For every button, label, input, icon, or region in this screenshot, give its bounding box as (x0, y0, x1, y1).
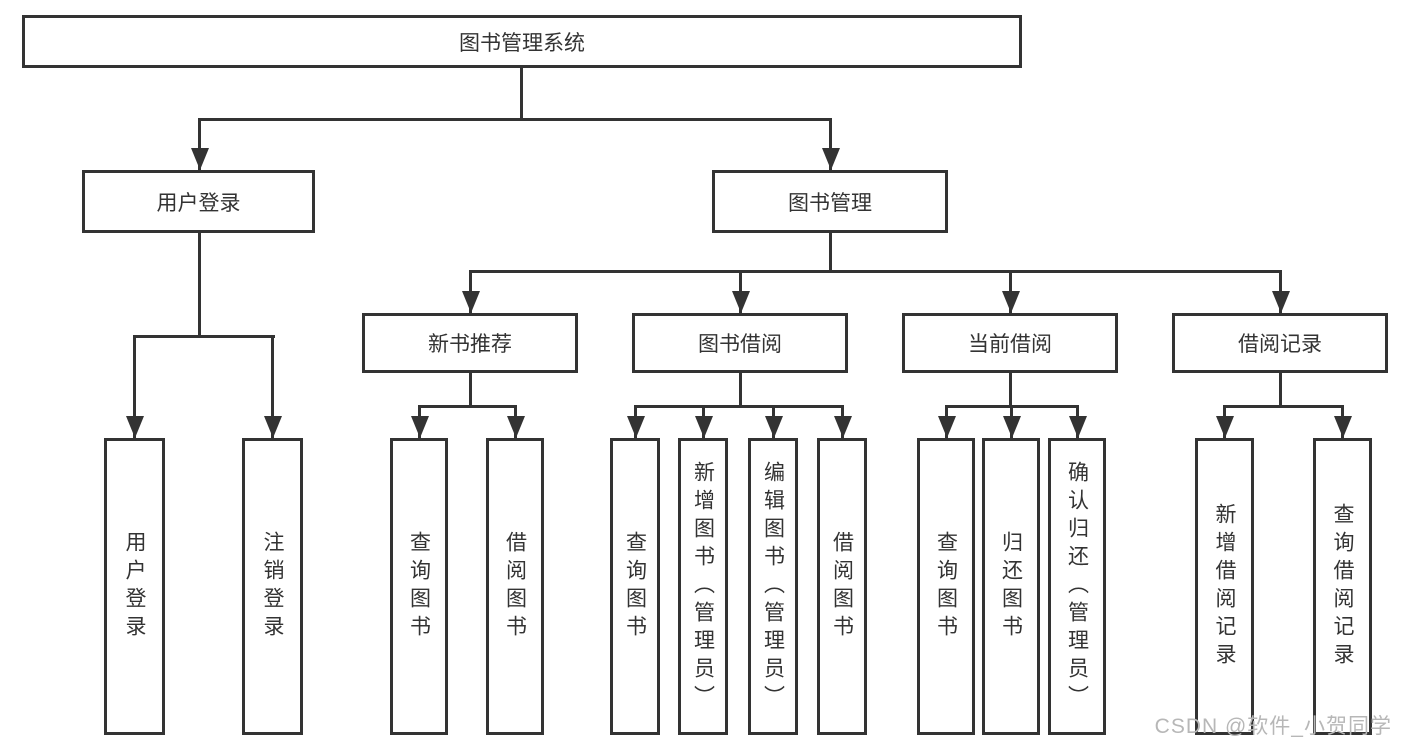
leaf-recommend-borrow-books: 借阅图书 (486, 438, 544, 735)
leaf-current-query-books: 查询图书 (917, 438, 975, 735)
arrow-to-leaf-user-login (133, 335, 136, 438)
connector-current-stem (1009, 373, 1012, 405)
arrow-to-leaf-logout (271, 335, 274, 438)
connector-records-crossbar (1223, 405, 1344, 408)
arrow-recommend-borrow (514, 405, 517, 438)
arrow-current-return (1010, 405, 1013, 438)
leaf-current-confirm-return-admin: 确认归还（管理员） (1048, 438, 1106, 735)
connector-recommend-stem (469, 373, 472, 405)
leaf-borrow-query-books: 查询图书 (610, 438, 660, 735)
connector-root-stem (520, 68, 523, 121)
arrow-records-query (1341, 405, 1344, 438)
leaf-borrow-edit-books-admin: 编辑图书（管理员） (748, 438, 798, 735)
connector-recommend-crossbar (418, 405, 517, 408)
arrow-to-book-borrow (739, 270, 742, 313)
connector-root-crossbar (198, 118, 832, 121)
arrow-borrow-borrow (841, 405, 844, 438)
leaf-records-query-record: 查询借阅记录 (1313, 438, 1372, 735)
arrow-to-book-management (829, 118, 832, 170)
node-root-library-system: 图书管理系统 (22, 15, 1022, 68)
leaf-user-login: 用户登录 (104, 438, 165, 735)
connector-book-mgmt-crossbar (469, 270, 1282, 273)
arrow-to-borrow-records (1279, 270, 1282, 313)
connector-borrow-stem (739, 373, 742, 405)
node-current-borrow: 当前借阅 (902, 313, 1118, 373)
connector-borrow-crossbar (634, 405, 844, 408)
arrow-borrow-query (634, 405, 637, 438)
leaf-records-add-record: 新增借阅记录 (1195, 438, 1254, 735)
arrow-borrow-edit (772, 405, 775, 438)
leaf-current-return-books: 归还图书 (982, 438, 1040, 735)
arrow-current-query (945, 405, 948, 438)
arrow-to-user-login (198, 118, 201, 170)
node-book-management: 图书管理 (712, 170, 948, 233)
arrow-current-confirm (1076, 405, 1079, 438)
leaf-logout: 注销登录 (242, 438, 303, 735)
csdn-watermark: CSDN @软件_小贺同学 (1154, 715, 1392, 738)
arrow-to-new-book-recommend (469, 270, 472, 313)
connector-user-login-crossbar (133, 335, 275, 338)
node-new-book-recommend: 新书推荐 (362, 313, 578, 373)
arrow-borrow-add (702, 405, 705, 438)
node-book-borrow: 图书借阅 (632, 313, 848, 373)
connector-records-stem (1279, 373, 1282, 405)
leaf-borrow-add-books-admin: 新增图书（管理员） (678, 438, 728, 735)
arrow-records-add (1223, 405, 1226, 438)
leaf-borrow-borrow-books: 借阅图书 (817, 438, 867, 735)
node-borrow-records: 借阅记录 (1172, 313, 1388, 373)
node-user-login: 用户登录 (82, 170, 315, 233)
connector-book-mgmt-stem (829, 233, 832, 270)
arrow-to-current-borrow (1009, 270, 1012, 313)
leaf-recommend-query-books: 查询图书 (390, 438, 448, 735)
arrow-recommend-query (418, 405, 421, 438)
connector-user-login-stem (198, 233, 201, 335)
